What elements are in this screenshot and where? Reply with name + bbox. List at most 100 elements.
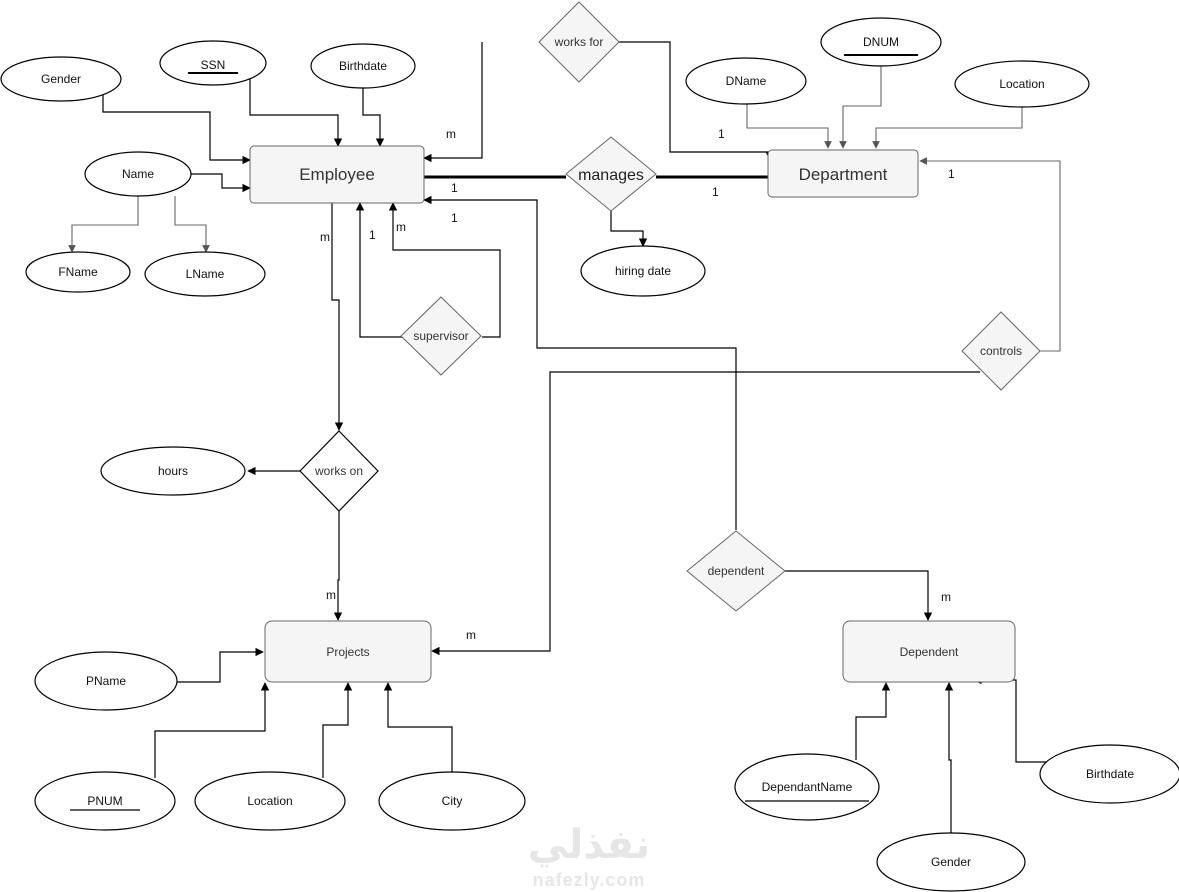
attribute-dname[interactable]: DName	[685, 57, 807, 105]
connector-controls-projects	[431, 371, 980, 656]
relationship-controls-label: controls	[980, 344, 1022, 358]
attribute-name-label: Name	[122, 167, 154, 181]
attribute-dep-gender[interactable]: Gender	[876, 832, 1026, 892]
cardinality-dependent-emp: 1	[451, 211, 458, 225]
attribute-pname[interactable]: PName	[34, 651, 178, 711]
cardinality-works-for-dept: 1	[718, 127, 725, 141]
watermark-latin: nafezly.com	[533, 870, 646, 890]
relationship-works-for[interactable]: works for	[538, 1, 620, 83]
entity-employee-label: Employee	[299, 165, 375, 184]
connector-name-employee	[191, 173, 251, 193]
relationship-manages[interactable]: manages	[565, 136, 657, 212]
connectors-gray	[68, 66, 1061, 352]
attribute-hiring-date[interactable]: hiring date	[580, 245, 706, 297]
relationship-dependent-label: dependent	[708, 564, 765, 578]
connector-depgender-dependent	[944, 682, 954, 833]
attribute-hiring-date-label: hiring date	[615, 264, 671, 278]
cardinality-labels: m 1 1 1 1 1 m 1 m m m m	[320, 127, 955, 642]
connector-location-department	[872, 107, 1023, 149]
connector-dependent-entity	[785, 570, 933, 621]
attribute-lname-label: LName	[186, 267, 225, 281]
connector-dependantname-dependent	[855, 682, 891, 760]
attribute-proj-location-label: Location	[247, 794, 292, 808]
attribute-dnum[interactable]: DNUM	[820, 17, 942, 67]
relationship-dependent[interactable]: dependent	[686, 530, 786, 612]
relationship-works-for-label: works for	[554, 35, 604, 49]
connector-birthdate-employee	[362, 88, 385, 147]
attribute-dnum-label: DNUM	[863, 35, 899, 49]
entity-projects-label: Projects	[326, 645, 369, 659]
connector-ssn-employee	[249, 75, 343, 147]
cardinality-supervisor-one: 1	[369, 228, 376, 242]
cardinality-controls-dept: 1	[948, 167, 955, 181]
entity-dependent[interactable]: Dependent	[842, 620, 1016, 683]
attribute-dept-location[interactable]: Location	[954, 60, 1090, 108]
attribute-dependant-name-label: DependantName	[762, 780, 853, 794]
connector-pname-projects	[177, 647, 264, 683]
connector-dependent-employee	[423, 195, 737, 530]
attribute-pname-label: PName	[86, 674, 126, 688]
watermark-arabic: نفذلي	[528, 822, 650, 868]
relationship-supervisor[interactable]: supervisor	[400, 296, 482, 376]
attribute-gender-label: Gender	[41, 72, 81, 86]
connector-employee-worksfor	[423, 42, 483, 163]
attribute-hours[interactable]: hours	[100, 446, 246, 496]
cardinality-controls-proj: m	[466, 628, 476, 642]
entity-department-label: Department	[799, 165, 888, 184]
cardinality-supervisor-many: m	[396, 220, 406, 234]
attribute-name[interactable]: Name	[84, 151, 192, 197]
cardinality-works-for-emp: m	[446, 127, 456, 141]
attribute-dept-location-label: Location	[999, 77, 1044, 91]
connector-name-lname	[174, 196, 210, 253]
attribute-gender[interactable]: Gender	[0, 56, 122, 102]
attribute-birthdate[interactable]: Birthdate	[310, 43, 416, 89]
attribute-ssn-label: SSN	[201, 58, 226, 72]
relationship-works-on-label: works on	[314, 464, 363, 478]
cardinality-works-on-proj: m	[326, 588, 336, 602]
attribute-ssn[interactable]: SSN	[159, 40, 267, 86]
attribute-pnum-label: PNUM	[87, 794, 122, 808]
cardinality-works-on-emp: m	[320, 230, 330, 244]
connector-depbirthdate-dependent	[973, 675, 1052, 763]
attribute-dependant-name[interactable]: DependantName	[734, 753, 880, 821]
watermark: نفذلي nafezly.com	[528, 822, 650, 890]
attribute-hours-label: hours	[158, 464, 188, 478]
attribute-city-label: City	[442, 794, 463, 808]
connector-dname-department	[746, 104, 832, 149]
attribute-proj-location[interactable]: Location	[194, 771, 346, 831]
connector-controls-department	[919, 157, 1061, 352]
attribute-birthdate-label: Birthdate	[339, 59, 387, 73]
cardinality-dependent-dep: m	[941, 590, 951, 604]
cardinality-manages-emp: 1	[451, 181, 458, 195]
cardinality-manages-dept: 1	[712, 185, 719, 199]
connector-pnum-projects	[154, 682, 270, 778]
relationship-supervisor-label: supervisor	[413, 329, 468, 343]
connector-dnum-department	[839, 66, 882, 149]
relationship-controls[interactable]: controls	[961, 311, 1041, 391]
attribute-dep-birthdate-label: Birthdate	[1086, 767, 1134, 781]
connector-manages-hiringdate	[610, 209, 648, 247]
connector-location-projects	[322, 682, 353, 778]
connector-supervisor-many	[388, 202, 501, 338]
relationship-works-on[interactable]: works on	[299, 430, 379, 512]
attribute-dep-birthdate[interactable]: Birthdate	[1039, 744, 1179, 804]
attribute-lname[interactable]: LName	[144, 251, 266, 297]
connector-workson-projects	[333, 511, 343, 621]
entity-department[interactable]: Department	[767, 149, 919, 198]
attribute-dname-label: DName	[726, 74, 767, 88]
connector-employee-workson	[331, 203, 344, 431]
attribute-dep-gender-label: Gender	[931, 855, 971, 869]
entity-projects[interactable]: Projects	[264, 620, 432, 683]
attribute-fname-label: FName	[58, 265, 98, 279]
attribute-city[interactable]: City	[378, 771, 526, 831]
attribute-fname[interactable]: FName	[25, 251, 131, 293]
attribute-pnum[interactable]: PNUM	[34, 771, 176, 831]
entity-employee[interactable]: Employee	[249, 145, 425, 204]
connector-name-fname	[68, 196, 139, 253]
connector-city-projects	[383, 682, 453, 772]
relationship-manages-label: manages	[578, 167, 644, 184]
connector-supervisor-one	[355, 202, 404, 338]
connector-gender-employee	[102, 90, 251, 165]
entity-dependent-label: Dependent	[900, 645, 959, 659]
